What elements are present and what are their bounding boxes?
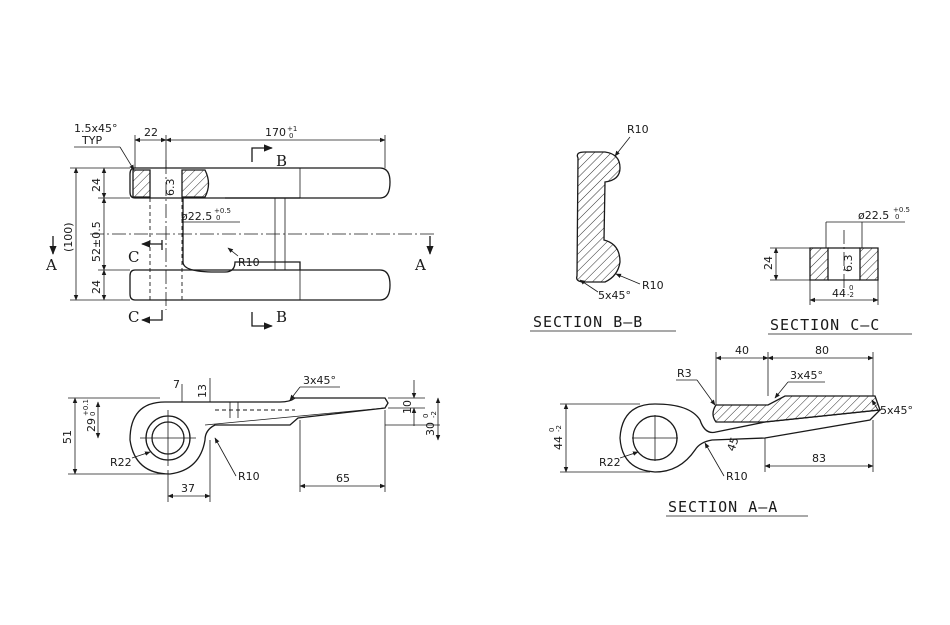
chamfer-3x45: 3x45° xyxy=(303,374,336,387)
dim-30: 30 xyxy=(424,422,437,436)
section-aa: 40 80 R3 3x45° 5x45° 44 0 -2 45 R22 R10 … xyxy=(548,344,913,517)
aa-dim-44: 44 xyxy=(552,436,565,450)
dim-6-3: 6.3 xyxy=(164,179,177,197)
section-cc: ø22.5 +0.5 0 24 6.3 44 0 -2 SECTION C—C xyxy=(762,206,912,335)
aa-chamfer-3x45: 3x45° xyxy=(790,369,823,382)
dim-29: 29 xyxy=(85,418,98,432)
section-bb-title: SECTION B—B xyxy=(533,313,643,331)
svg-text:-2: -2 xyxy=(555,425,563,432)
cc-dim-6-3: 6.3 xyxy=(842,255,855,273)
dim-52: 52±0.5 xyxy=(90,221,103,262)
aa-dim-40: 40 xyxy=(735,344,749,357)
aa-dim-83: 83 xyxy=(812,452,826,465)
section-bb: R10 R10 5x45° SECTION B—B xyxy=(530,123,676,332)
side-outline xyxy=(129,397,389,475)
radius-r10-side: R10 xyxy=(238,470,260,483)
aa-chamfer-5x45: 5x45° xyxy=(880,404,913,417)
section-b-bottom: B xyxy=(276,308,287,326)
bb-chamfer: 5x45° xyxy=(598,289,631,302)
cc-hole-dia: ø22.5 xyxy=(858,209,889,222)
top-view: 22 170 +1 0 1.5x45° TYP (100) 24 52±0.5 … xyxy=(45,122,435,330)
cc-dim-44: 44 xyxy=(832,287,846,300)
svg-text:0: 0 xyxy=(548,428,556,432)
chamfer-typ: TYP xyxy=(81,134,102,147)
svg-text:0: 0 xyxy=(422,414,430,418)
dim-13: 13 xyxy=(196,384,209,398)
hole-diameter: ø22.5 xyxy=(181,210,212,223)
svg-text:+0.1: +0.1 xyxy=(82,399,90,416)
aa-r3: R3 xyxy=(677,367,692,380)
section-bb-profile xyxy=(576,151,621,283)
dim-24-lower: 24 xyxy=(90,280,103,294)
dim-24-upper: 24 xyxy=(90,178,103,192)
svg-text:-2: -2 xyxy=(430,411,438,418)
svg-text:0: 0 xyxy=(895,213,899,221)
chamfer-note: 1.5x45° xyxy=(74,122,118,135)
section-a-left: A xyxy=(45,256,57,274)
top-hatch-left xyxy=(132,169,151,198)
dim-37: 37 xyxy=(181,482,195,495)
top-hatch-right xyxy=(181,169,210,198)
svg-text:+0.5: +0.5 xyxy=(893,206,910,214)
aa-hatch xyxy=(712,395,881,423)
dim-7: 7 xyxy=(173,378,180,391)
section-cc-title: SECTION C—C xyxy=(770,316,880,334)
dim-65: 65 xyxy=(336,472,350,485)
svg-text:0: 0 xyxy=(89,412,97,416)
section-a-right: A xyxy=(414,256,426,274)
svg-text:0: 0 xyxy=(216,214,220,222)
aa-dim-80: 80 xyxy=(815,344,829,357)
dim-51: 51 xyxy=(61,430,74,444)
side-taper-line xyxy=(204,407,386,426)
section-b-top: B xyxy=(276,152,287,170)
radius-r22: R22 xyxy=(110,456,132,469)
section-aa-title: SECTION A—A xyxy=(668,498,778,516)
middle-body-outline xyxy=(182,198,301,273)
aa-radius-r22: R22 xyxy=(599,456,621,469)
cc-dim-24: 24 xyxy=(762,256,775,270)
svg-text:-2: -2 xyxy=(847,291,854,299)
dim-170: 170 xyxy=(265,126,286,139)
lower-prong-outline xyxy=(129,269,391,301)
dim-22: 22 xyxy=(144,126,158,139)
svg-text:+1: +1 xyxy=(287,125,297,133)
svg-text:0: 0 xyxy=(849,284,853,292)
bb-r10-bottom: R10 xyxy=(642,279,664,292)
cc-right-block xyxy=(859,247,879,281)
side-view: 51 29 +0.1 0 7 13 3x45° 10 30 0 -2 R22 R… xyxy=(61,374,441,502)
dim-100: (100) xyxy=(62,222,75,252)
section-c-top: C xyxy=(128,248,139,266)
svg-text:+0.5: +0.5 xyxy=(214,207,231,215)
aa-radius-r10: R10 xyxy=(726,470,748,483)
radius-r10-top: R10 xyxy=(238,256,260,269)
bb-r10-top: R10 xyxy=(627,123,649,136)
aa-outline xyxy=(619,403,882,473)
section-c-bottom: C xyxy=(128,308,139,326)
aa-dim-45: 45 xyxy=(725,435,742,453)
svg-text:0: 0 xyxy=(289,132,293,140)
dim-10: 10 xyxy=(401,400,414,414)
cc-left-block xyxy=(809,247,829,281)
